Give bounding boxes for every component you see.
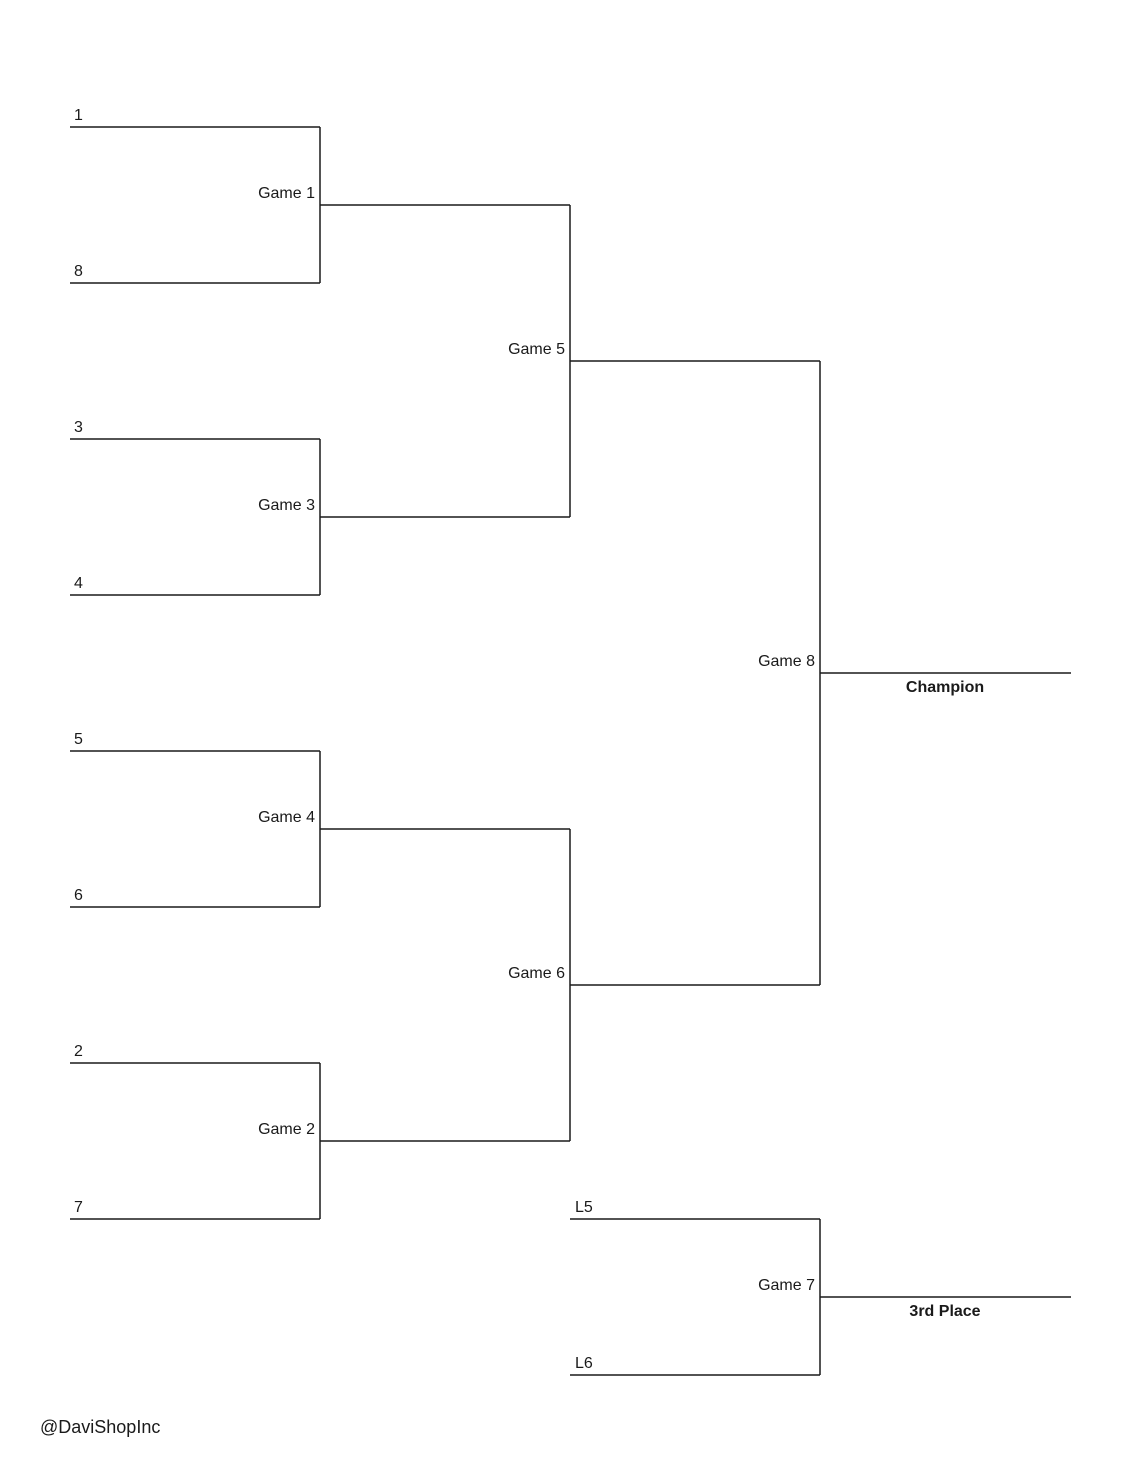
match-game-7	[570, 1218, 1071, 1376]
seed-label-4: 4	[74, 575, 83, 592]
seed-label-3: 3	[74, 419, 83, 436]
game-label-5: Game 5	[508, 341, 565, 358]
loser-label-game-5: L5	[575, 1199, 593, 1216]
champion-label: Champion	[906, 679, 984, 696]
match-game-4	[70, 750, 321, 908]
seed-label-1: 1	[74, 107, 83, 124]
match-game-1	[70, 126, 321, 284]
game-label-4: Game 4	[258, 809, 315, 826]
game-label-2: Game 2	[258, 1121, 315, 1138]
seed-label-7: 7	[74, 1199, 83, 1216]
game-label-8: Game 8	[758, 653, 815, 670]
loser-label-game-6: L6	[575, 1355, 593, 1372]
match-game-6	[320, 828, 571, 1142]
footer-credit: @DaviShopInc	[40, 1417, 161, 1437]
match-game-8	[570, 360, 1071, 986]
match-game-3	[70, 438, 321, 596]
seed-label-6: 6	[74, 887, 83, 904]
game-label-1: Game 1	[258, 185, 315, 202]
seed-label-2: 2	[74, 1043, 83, 1060]
game-label-6: Game 6	[508, 965, 565, 982]
third-place-label: 3rd Place	[909, 1303, 980, 1320]
seed-label-5: 5	[74, 731, 83, 748]
seed-label-8: 8	[74, 263, 83, 280]
match-game-2	[70, 1062, 321, 1220]
match-game-5	[320, 204, 571, 518]
game-label-3: Game 3	[258, 497, 315, 514]
game-label-7: Game 7	[758, 1277, 815, 1294]
